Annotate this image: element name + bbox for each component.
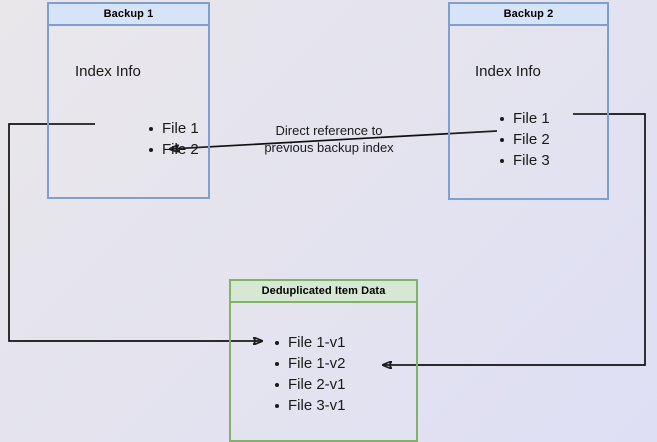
annotation-line-2: previous backup index bbox=[264, 140, 394, 155]
backup-2-index-label: Index Info bbox=[475, 63, 541, 80]
list-item: File 1-v2 bbox=[274, 353, 346, 374]
backup-2-file-list: File 1 File 2 File 3 bbox=[499, 108, 550, 171]
list-item: File 2 bbox=[499, 129, 550, 150]
list-item: File 3-v1 bbox=[274, 395, 346, 416]
list-item: File 1 bbox=[148, 118, 199, 139]
annotation-line-1: Direct reference to bbox=[275, 123, 383, 138]
backup-1-box[interactable]: Backup 1 Index Info File 1 File 2 bbox=[47, 2, 210, 199]
deduplicated-item-data-body: File 1-v1 File 1-v2 File 2-v1 File 3-v1 bbox=[231, 303, 416, 442]
list-item: File 2-v1 bbox=[274, 374, 346, 395]
list-item: File 2 bbox=[148, 139, 199, 160]
backup-2-body: Index Info File 1 File 2 File 3 bbox=[450, 26, 607, 200]
backup-1-file-list: File 1 File 2 bbox=[148, 118, 199, 160]
deduplicated-item-data-header: Deduplicated Item Data bbox=[231, 281, 416, 303]
dedup-content: File 1-v1 File 1-v2 File 2-v1 File 3-v1 bbox=[231, 303, 416, 442]
dedup-file-list: File 1-v1 File 1-v2 File 2-v1 File 3-v1 bbox=[274, 332, 346, 416]
backup-1-header: Backup 1 bbox=[49, 4, 208, 26]
backup-2-box[interactable]: Backup 2 Index Info File 1 File 2 File 3 bbox=[448, 2, 609, 200]
list-item: File 1 bbox=[499, 108, 550, 129]
direct-reference-annotation: Direct reference to previous backup inde… bbox=[249, 122, 409, 156]
backup-1-index-label: Index Info bbox=[75, 63, 141, 80]
backup-1-body: Index Info File 1 File 2 bbox=[49, 26, 208, 199]
list-item: File 1-v1 bbox=[274, 332, 346, 353]
backup-2-header: Backup 2 bbox=[450, 4, 607, 26]
deduplicated-item-data-box[interactable]: Deduplicated Item Data File 1-v1 File 1-… bbox=[229, 279, 418, 442]
list-item: File 3 bbox=[499, 150, 550, 171]
